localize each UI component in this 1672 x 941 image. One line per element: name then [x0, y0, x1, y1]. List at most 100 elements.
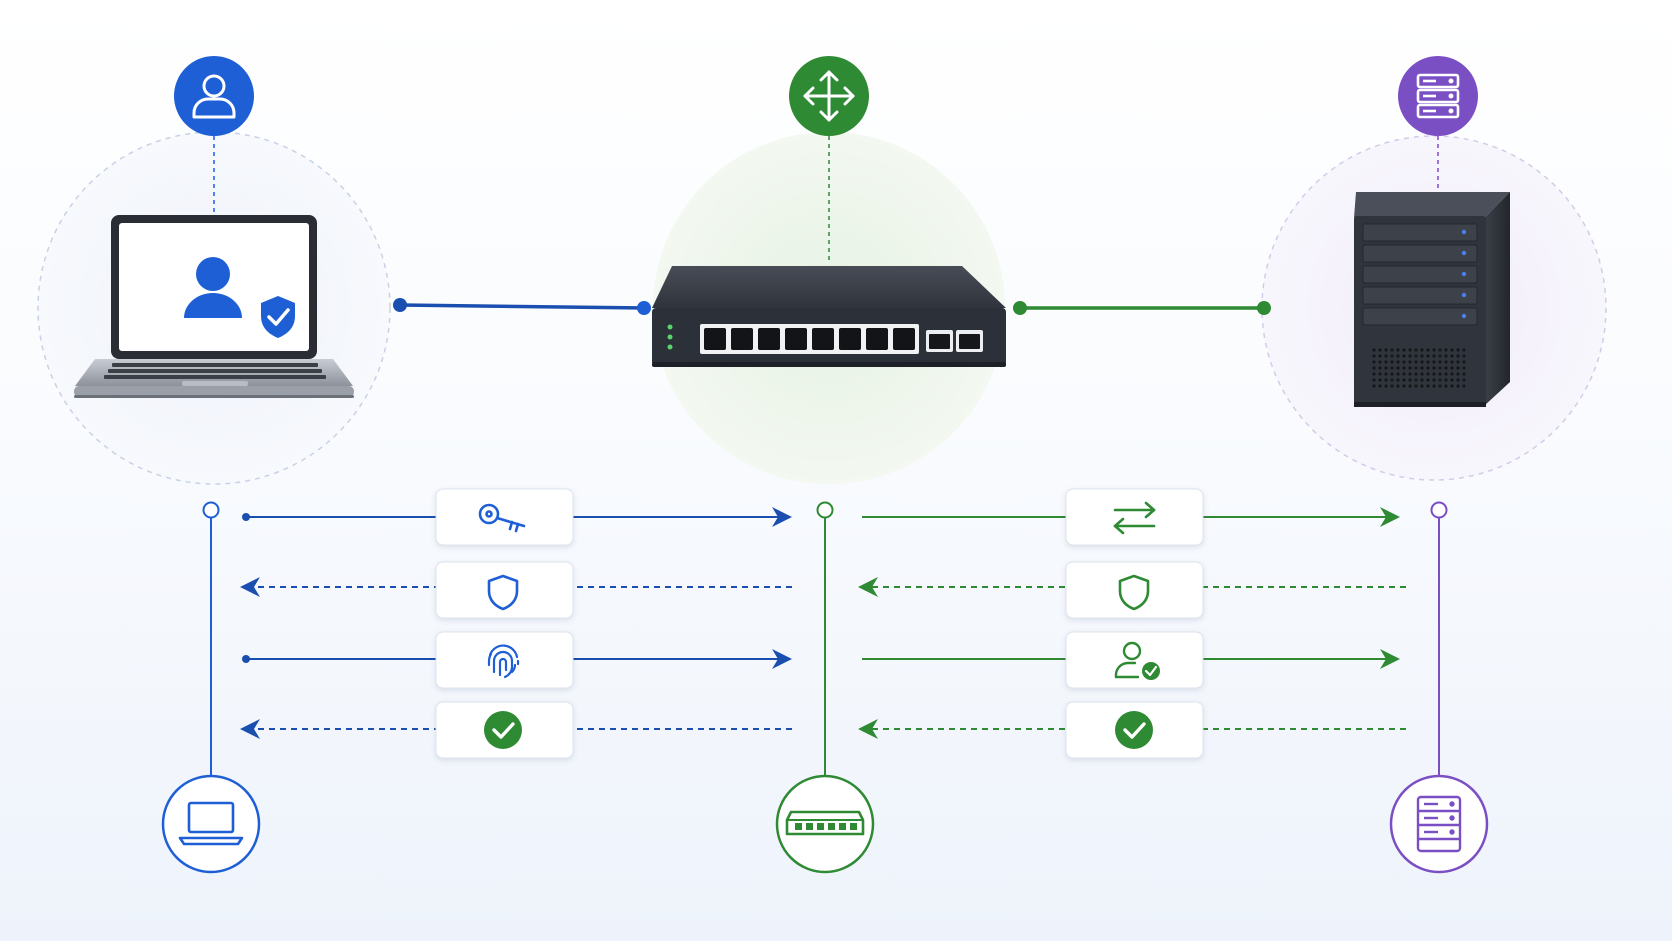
vent-hole — [1432, 372, 1436, 376]
vent-hole — [1450, 354, 1454, 358]
vent-hole — [1390, 360, 1394, 364]
vent-hole — [1390, 372, 1394, 376]
vent-hole — [1408, 360, 1412, 364]
step-card-user-check[interactable] — [1065, 631, 1204, 689]
switch-ethernet-ports — [704, 328, 915, 350]
server-tower-device[interactable] — [1354, 192, 1510, 407]
vent-hole — [1372, 348, 1376, 352]
vent-hole — [1384, 378, 1388, 382]
vent-hole — [1402, 348, 1406, 352]
vent-hole — [1390, 354, 1394, 358]
vent-hole — [1432, 384, 1436, 388]
vent-hole — [1456, 372, 1460, 376]
vent-hole — [1414, 378, 1418, 382]
step-card-shield[interactable] — [435, 561, 574, 619]
vent-hole — [1438, 384, 1442, 388]
vent-hole — [1432, 354, 1436, 358]
vent-hole — [1426, 378, 1430, 382]
vent-hole — [1372, 354, 1376, 358]
vent-hole — [1432, 360, 1436, 364]
laptop-device[interactable] — [74, 215, 354, 398]
vent-hole — [1402, 366, 1406, 370]
vent-hole — [1420, 372, 1424, 376]
move-arrows-icon — [803, 70, 855, 122]
vent-hole — [1408, 372, 1412, 376]
vent-hole — [1438, 366, 1442, 370]
vent-hole — [1378, 372, 1382, 376]
vent-hole — [1372, 360, 1376, 364]
vent-hole — [1408, 354, 1412, 358]
vent-hole — [1408, 348, 1412, 352]
client-switch-link — [393, 298, 651, 315]
vent-hole — [1462, 360, 1466, 364]
vent-hole — [1420, 360, 1424, 364]
vent-hole — [1396, 354, 1400, 358]
laptop-endpoint-badge[interactable] — [161, 774, 261, 874]
vent-hole — [1462, 384, 1466, 388]
vent-hole — [1390, 378, 1394, 382]
switch-icon — [785, 810, 865, 836]
vent-hole — [1414, 366, 1418, 370]
vent-hole — [1462, 378, 1466, 382]
network-switch-device[interactable] — [652, 266, 1006, 367]
server-drive-bays — [1362, 223, 1478, 326]
step-card-fingerprint[interactable] — [435, 631, 574, 689]
vent-hole — [1396, 360, 1400, 364]
vent-hole — [1438, 378, 1442, 382]
vent-hole — [1438, 360, 1442, 364]
vent-hole — [1450, 378, 1454, 382]
vent-hole — [1414, 384, 1418, 388]
switch-server-link — [1013, 301, 1271, 315]
screen-user-icon — [184, 257, 242, 318]
step-card-server-shield[interactable] — [1065, 561, 1204, 619]
vent-hole — [1450, 372, 1454, 376]
vent-hole — [1456, 384, 1460, 388]
routing-badge[interactable] — [789, 56, 869, 136]
vent-hole — [1456, 360, 1460, 364]
user-badge[interactable] — [174, 56, 254, 136]
vent-hole — [1414, 348, 1418, 352]
vent-hole — [1396, 372, 1400, 376]
server-lifeline — [1430, 501, 1448, 776]
vent-hole — [1408, 384, 1412, 388]
vent-hole — [1426, 372, 1430, 376]
vent-hole — [1372, 366, 1376, 370]
server-endpoint-badge[interactable] — [1389, 774, 1489, 874]
vent-hole — [1402, 372, 1406, 376]
step-card-swap[interactable] — [1065, 488, 1204, 546]
vent-hole — [1444, 348, 1448, 352]
vent-hole — [1438, 348, 1442, 352]
laptop-icon — [178, 801, 244, 846]
vent-hole — [1372, 378, 1376, 382]
vent-hole — [1402, 384, 1406, 388]
vent-hole — [1462, 366, 1466, 370]
vent-hole — [1450, 366, 1454, 370]
vent-hole — [1384, 366, 1388, 370]
server-icon — [1416, 795, 1462, 853]
vent-hole — [1378, 354, 1382, 358]
step-card-check[interactable] — [435, 701, 574, 759]
switch-lifeline — [816, 501, 834, 776]
vent-hole — [1378, 366, 1382, 370]
server-badge[interactable] — [1398, 56, 1478, 136]
step-card-server-check[interactable] — [1065, 701, 1204, 759]
vent-hole — [1408, 378, 1412, 382]
vent-hole — [1444, 354, 1448, 358]
switch-server-flow-arrows — [858, 507, 1406, 739]
vent-hole — [1396, 384, 1400, 388]
vent-hole — [1372, 384, 1376, 388]
vent-hole — [1384, 384, 1388, 388]
vent-hole — [1432, 348, 1436, 352]
vent-hole — [1420, 348, 1424, 352]
server-rack-icon — [1416, 73, 1460, 119]
vent-hole — [1456, 366, 1460, 370]
vent-hole — [1420, 366, 1424, 370]
step-card-key[interactable] — [435, 488, 574, 546]
vent-hole — [1384, 372, 1388, 376]
vent-hole — [1432, 378, 1436, 382]
vent-hole — [1462, 372, 1466, 376]
switch-endpoint-badge[interactable] — [775, 774, 875, 874]
vent-hole — [1456, 348, 1460, 352]
vent-hole — [1432, 366, 1436, 370]
